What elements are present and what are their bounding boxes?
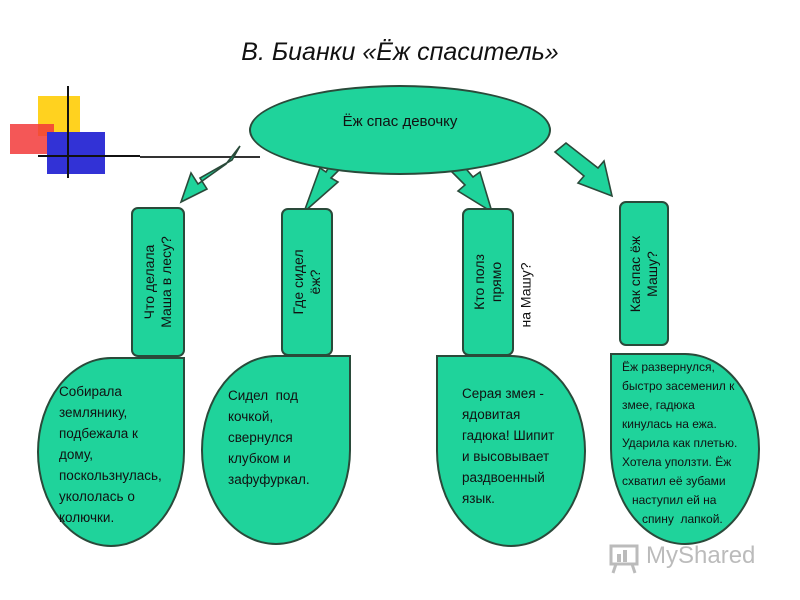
arrow-right xyxy=(553,141,614,198)
answer-shape-4: Ёж развернулся, быстро засеменил к змее,… xyxy=(610,353,760,545)
question-box-1: Что делала Маша в лесу? xyxy=(131,207,185,357)
watermark: MyShared xyxy=(608,540,778,576)
answer-shape-3: Серая змея - ядовитая гадюка! Шипит и вы… xyxy=(436,355,586,547)
question-box-3: Кто полз прямо xyxy=(462,208,514,356)
watermark-text: MyShared xyxy=(646,542,756,569)
main-topic-text: Ёж спас девочку xyxy=(342,113,458,130)
answer-text-4: Ёж развернулся, быстро засеменил к змее,… xyxy=(622,360,738,526)
question-text-4: Как спас ёж Машу? xyxy=(627,235,660,312)
arrow-left xyxy=(179,145,241,204)
divider-line xyxy=(140,156,260,158)
main-topic-ellipse: Ёж спас девочку xyxy=(249,85,551,175)
answer-shape-2: Сидел под кочкой, свернулся клубком и за… xyxy=(201,355,351,545)
question-text-3-outside: на Машу? xyxy=(517,262,534,328)
decorative-squares xyxy=(10,86,140,178)
question-box-4: Как спас ёж Машу? xyxy=(619,201,669,346)
question-text-3: Кто полз прямо xyxy=(471,254,504,310)
answer-shape-1: Собирала землянику, подбежала к дому, по… xyxy=(37,357,185,547)
slide-title: В. Бианки «Ёж спаситель» xyxy=(241,38,559,66)
question-text-1: Что делала Маша в лесу? xyxy=(141,236,174,328)
question-box-2: Где сидел ёж? xyxy=(281,208,333,356)
watermark-logo-icon xyxy=(609,544,639,574)
answer-text-3: Серая змея - ядовитая гадюка! Шипит и вы… xyxy=(462,386,555,506)
answer-text-2: Сидел под кочкой, свернулся клубком и за… xyxy=(228,388,310,487)
question-text-2: Где сидел ёж? xyxy=(290,249,323,315)
answer-text-1: Собирала землянику, подбежала к дому, по… xyxy=(59,384,162,525)
